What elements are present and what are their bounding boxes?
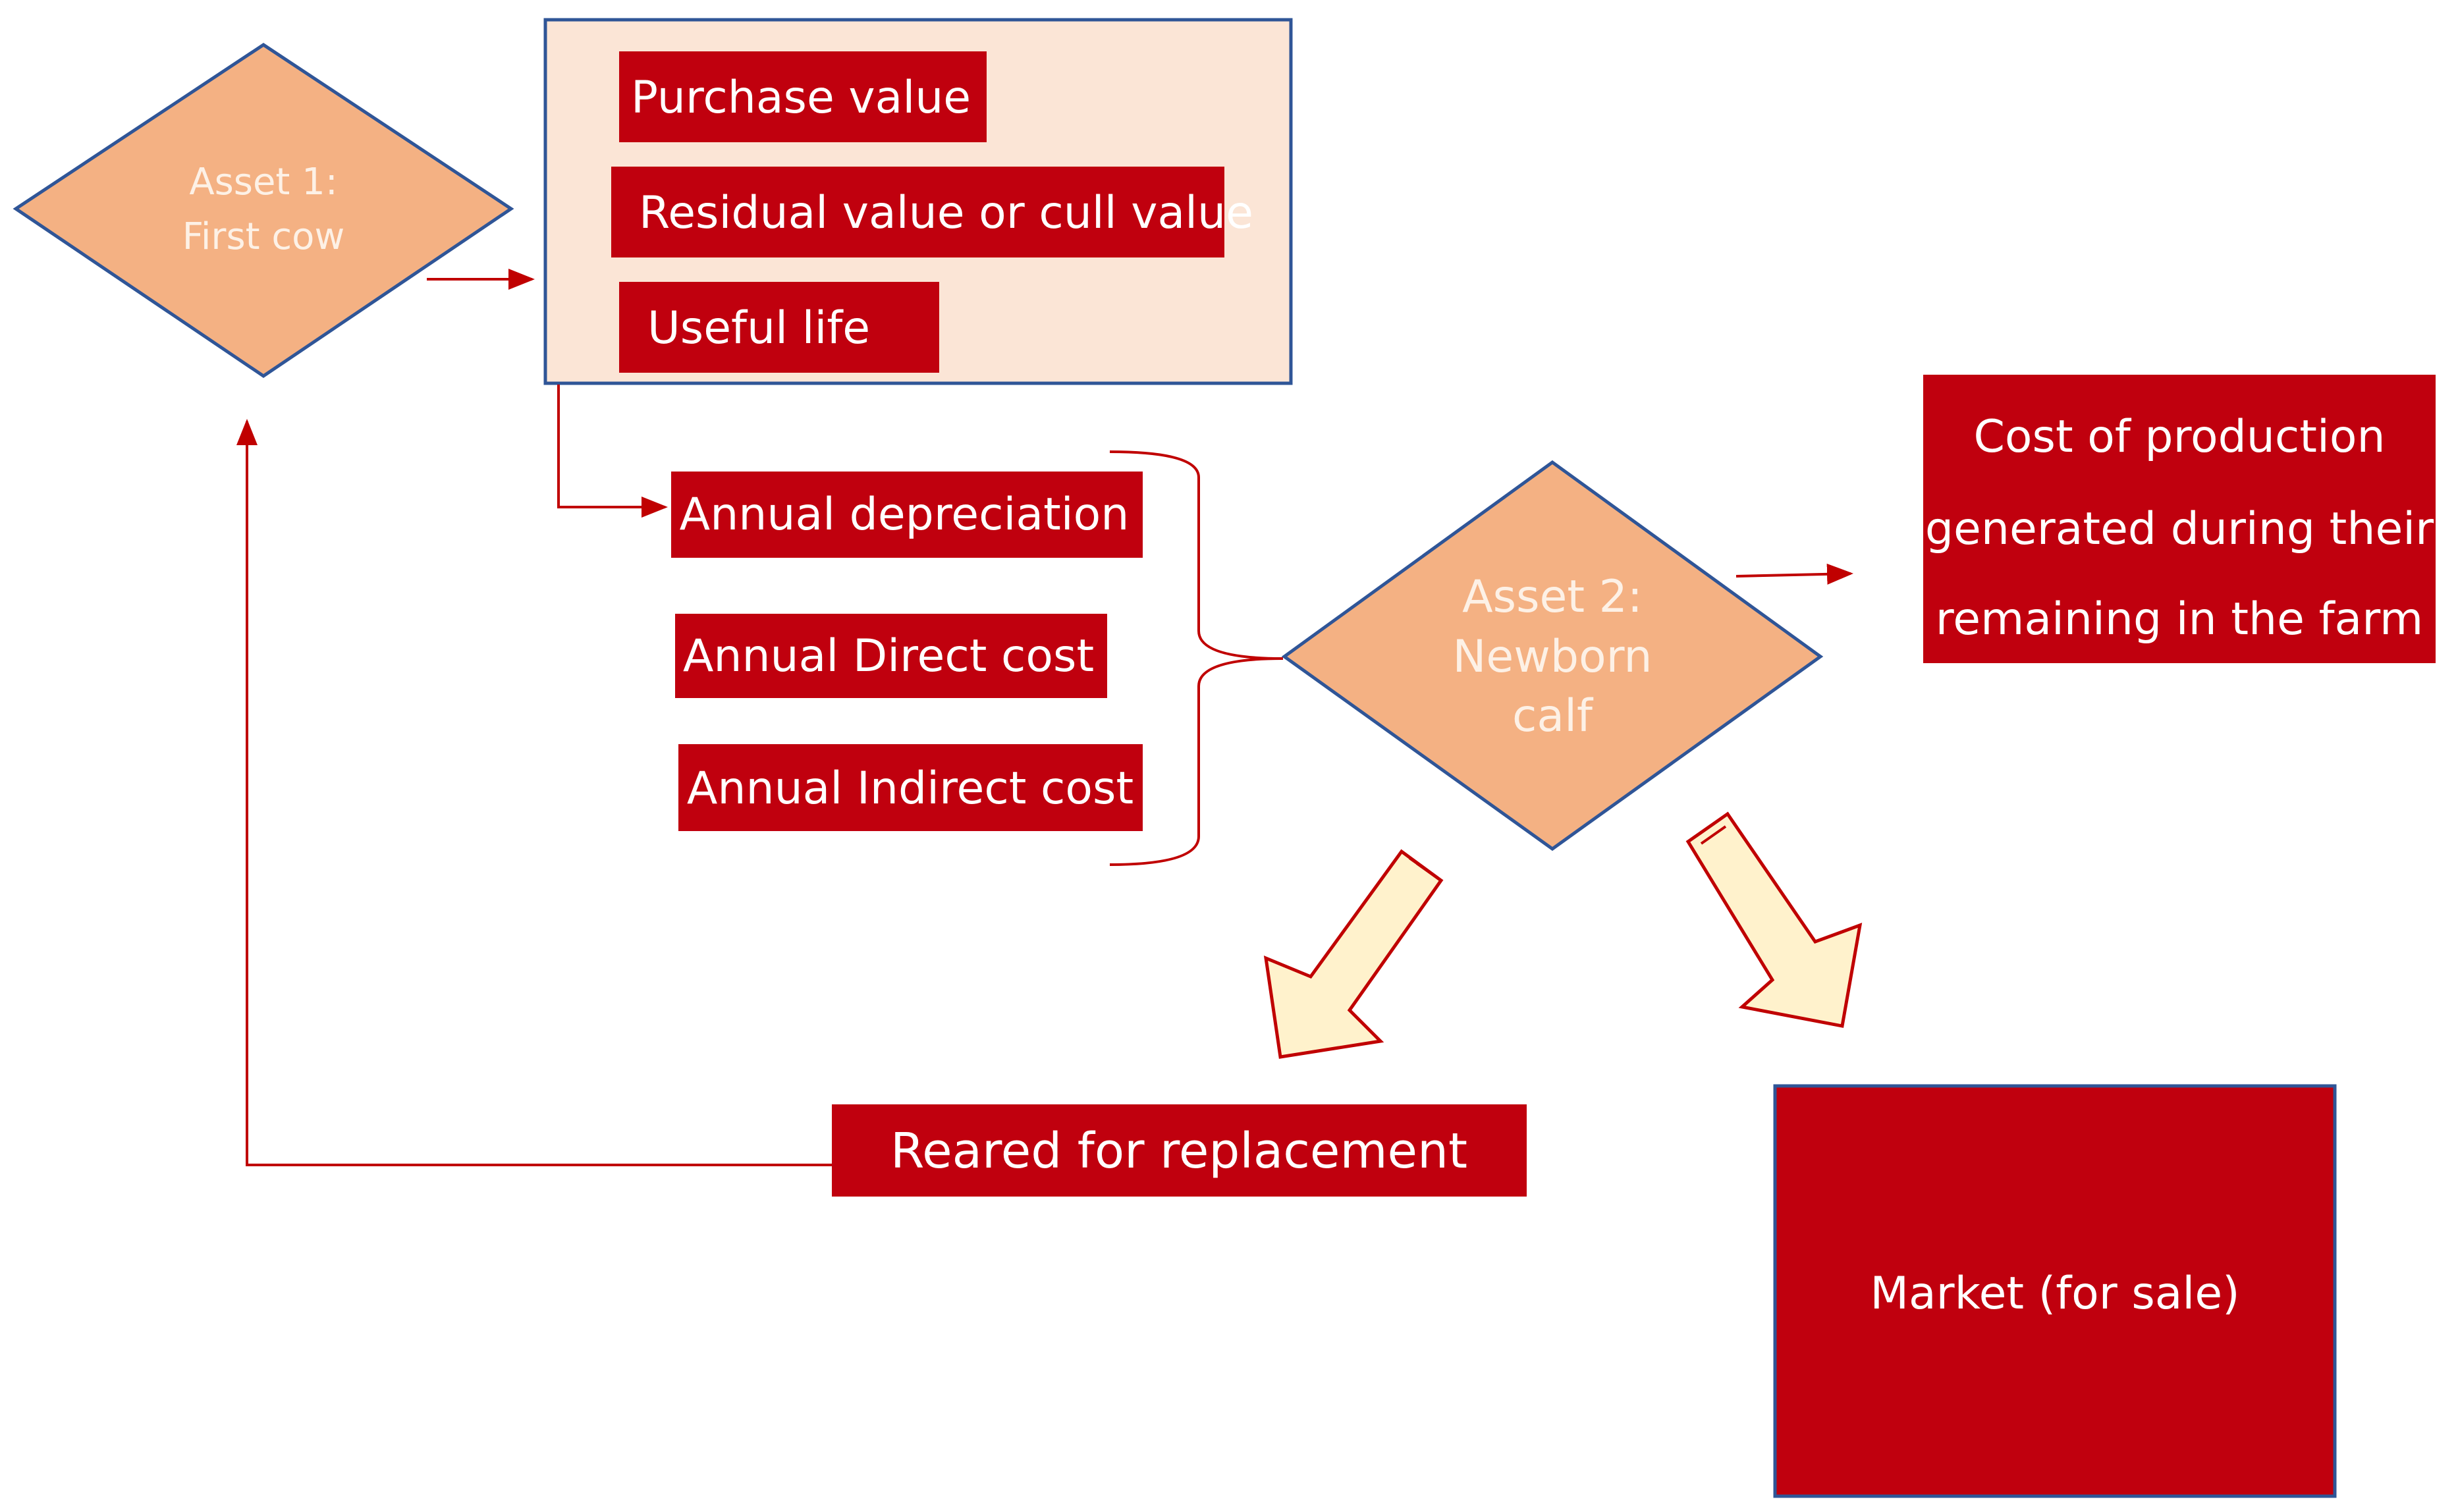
cost-of-production-line2: generated during their [1925, 503, 2434, 555]
annual-indirect-cost-box [678, 744, 1143, 831]
reared-for-replacement-label: Reared for replacement [890, 1123, 1467, 1179]
annual-indirect-cost-label: Annual Indirect cost [687, 763, 1133, 815]
asset-attributes-panel: Purchase value Residual value or cull va… [543, 18, 1293, 385]
asset1-label-line2: First cow [182, 215, 345, 258]
cost-of-production-box [1923, 375, 2436, 663]
asset1-diamond: Asset 1: First cow [13, 43, 514, 379]
asset2-label-line1: Asset 2: [1462, 571, 1643, 623]
panel-to-depreciation-arrow [557, 385, 668, 518]
useful-life-box [619, 282, 939, 373]
asset2-label-line3: calf [1512, 690, 1594, 742]
market-box [1773, 1084, 2337, 1498]
purchase-value-label: Purchase value [631, 72, 971, 124]
asset2-label-line2: Newborn [1453, 631, 1652, 683]
residual-value-box [611, 167, 1224, 257]
purchase-value-box [619, 51, 987, 142]
residual-value-label: Residual value or cull value [639, 187, 1253, 239]
annual-depreciation-label: Annual depreciation [680, 489, 1130, 541]
replacement-feedback-arrow [236, 419, 832, 1166]
annual-direct-cost-box [675, 614, 1107, 698]
cost-of-production-line3: remaining in the farm [1936, 593, 2423, 645]
asset2-diamond: Asset 2: Newborn calf [1281, 460, 1824, 851]
costs-brace [1109, 450, 1284, 866]
market-label: Market (for sale) [1870, 1268, 2239, 1320]
annual-depreciation-box [671, 472, 1143, 558]
useful-life-label: Useful life [647, 302, 870, 354]
annual-direct-cost-label: Annual Direct cost [683, 630, 1094, 682]
cost-of-production-line1: Cost of production [1973, 411, 2385, 463]
asset2-to-cost-arrow [1735, 563, 1853, 585]
asset1-label-line1: Asset 1: [189, 161, 337, 203]
reared-for-replacement-box [832, 1104, 1527, 1197]
block-arrow-to-reared [1263, 849, 1444, 1059]
block-arrow-to-market [1685, 811, 1863, 1028]
